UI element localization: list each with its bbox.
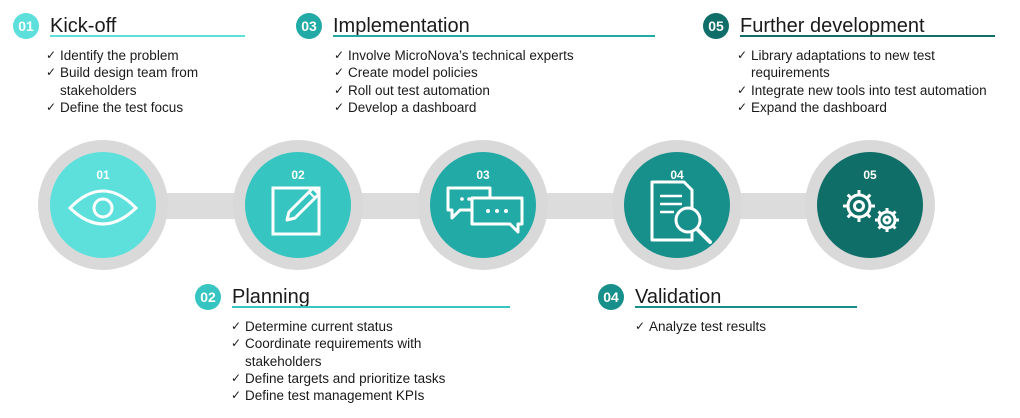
phase-title: Planning: [232, 286, 310, 308]
timeline-node-number: 05: [863, 168, 877, 182]
timeline-node-number: 02: [291, 168, 305, 182]
check-item: Create model policies: [334, 64, 574, 82]
check-item: Analyze test results: [635, 318, 766, 336]
check-item: Roll out test automation: [334, 82, 574, 100]
check-item: Define the test focus: [46, 99, 198, 117]
phase-number-badge: 02: [195, 284, 221, 310]
phase-number-badge: 01: [13, 13, 39, 39]
phase-further-development: 05 Further development Library adaptatio…: [703, 13, 1015, 116]
check-item-continuation: stakeholders: [60, 82, 137, 98]
phase-validation: 04 Validation Analyze test results: [598, 284, 860, 336]
phase-title: Implementation: [333, 15, 470, 37]
timeline-node-01: 01: [50, 152, 156, 258]
phase-underline: [635, 306, 857, 308]
timeline-node-03: 03: [430, 152, 536, 258]
phase-title: Validation: [635, 286, 722, 308]
edit-note-icon: [271, 186, 321, 236]
timeline-node-05: 05: [817, 152, 923, 258]
phase-underline: [50, 35, 245, 37]
phase-number-badge: 04: [598, 284, 624, 310]
timeline-node-number: 03: [476, 168, 490, 182]
check-item-continuation: stakeholders: [245, 353, 322, 369]
phase-title: Kick-off: [50, 15, 117, 37]
phase-underline: [740, 35, 995, 37]
phase-implementation: 03 Implementation Involve MicroNova’s te…: [296, 13, 661, 116]
check-item: Build design team from: [46, 64, 198, 82]
phase-checklist: Library adaptations to new test requirem…: [737, 47, 987, 116]
phase-checklist: Analyze test results: [635, 318, 766, 336]
check-item: Develop a dashboard: [334, 99, 574, 117]
phase-number-badge: 03: [296, 13, 322, 39]
check-item: Expand the dashboard: [737, 99, 987, 117]
timeline-node-number: 01: [96, 168, 110, 182]
phase-kickoff: 01 Kick-off Identify the problem Build d…: [13, 13, 248, 116]
phase-checklist: Involve MicroNova’s technical experts Cr…: [334, 47, 574, 116]
timeline-node-number: 04: [670, 168, 684, 182]
check-item: Define test management KPIs: [231, 387, 445, 405]
phase-title: Further development: [740, 15, 925, 37]
check-item: Involve MicroNova’s technical experts: [334, 47, 574, 65]
phase-checklist: Identify the problem Build design team f…: [46, 47, 198, 116]
phase-number-badge: 05: [703, 13, 729, 39]
phase-planning: 02 Planning Determine current status Coo…: [195, 284, 515, 405]
check-item: Library adaptations to new test: [737, 47, 987, 65]
check-item: Integrate new tools into test automation: [737, 82, 987, 100]
chat-bubbles-icon: [446, 186, 524, 234]
document-search-icon: [650, 180, 712, 244]
check-item-continuation: requirements: [751, 65, 830, 81]
check-item: Define targets and prioritize tasks: [231, 370, 445, 388]
phase-checklist: Determine current status Coordinate requ…: [231, 318, 445, 405]
check-item: Identify the problem: [46, 47, 198, 65]
check-item: Coordinate requirements with: [231, 335, 445, 353]
check-item: Determine current status: [231, 318, 445, 336]
phase-underline: [333, 35, 655, 37]
timeline-node-02: 02: [245, 152, 351, 258]
timeline-node-04: 04: [624, 152, 730, 258]
phase-underline: [232, 306, 510, 308]
eye-icon: [67, 189, 139, 226]
gears-icon: [843, 190, 899, 232]
